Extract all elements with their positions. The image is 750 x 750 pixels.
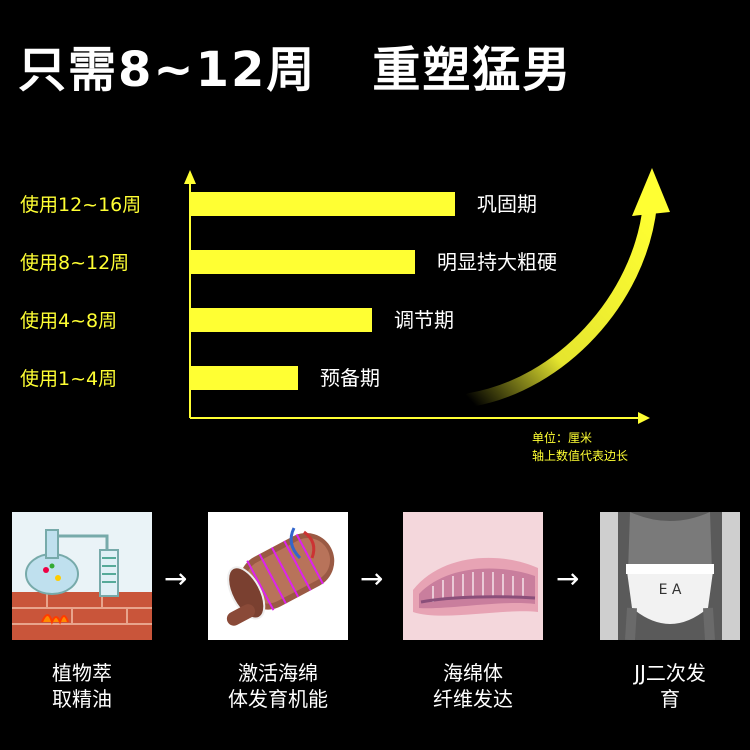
flow-arrow-icon: → [556,562,580,595]
step-2-caption: 激活海绵 体发育机能 [228,661,328,711]
bar [190,250,415,274]
step-4: E A JJ二次发 育 [600,512,740,712]
process-flow: 植物萃 取精油 → 激活海绵 体发育机能 → [0,512,750,750]
bar-label: 预备期 [320,366,380,390]
unit-note-line-2: 轴上数值代表边长 [532,448,628,463]
category-label: 使用4~8周 [20,310,117,332]
page-title: 只需8~12周重塑猛男 [18,30,572,100]
tissue-cross-section-icon [208,512,348,640]
step-1-caption: 植物萃 取精油 [52,661,112,711]
flow-arrow-icon: → [164,562,188,595]
bar-label: 巩固期 [477,192,537,216]
bar [190,308,372,332]
microscope-slide-icon [403,512,543,640]
y-axis-arrow-icon [184,170,196,184]
step-1: 植物萃 取精油 [12,512,152,712]
underwear-model-icon: E A [600,512,740,640]
svg-text:E A: E A [659,582,682,598]
step-3-caption: 海绵体 纤维发达 [433,661,513,711]
bar [190,366,298,390]
growth-curve-arrow [463,198,657,407]
x-axis-arrow-icon [638,412,650,424]
distillation-apparatus-icon [12,512,152,640]
title-left: 只需8~12周 [18,42,317,98]
unit-note-line-1: 单位：厘米 [532,430,592,445]
bar-label: 调节期 [394,308,454,332]
category-label: 使用8~12周 [20,252,129,274]
category-label: 使用12~16周 [20,194,141,216]
category-label: 使用1~4周 [20,368,117,390]
bar-label: 明显持大粗硬 [437,250,557,274]
growth-arrow-head-icon [632,168,670,216]
flow-arrow-icon: → [360,562,384,595]
step-4-caption: JJ二次发 育 [634,661,706,711]
step-2: 激活海绵 体发育机能 [208,512,348,712]
bar [190,192,455,216]
title-right: 重塑猛男 [372,42,573,98]
step-3: 海绵体 纤维发达 [403,512,543,712]
